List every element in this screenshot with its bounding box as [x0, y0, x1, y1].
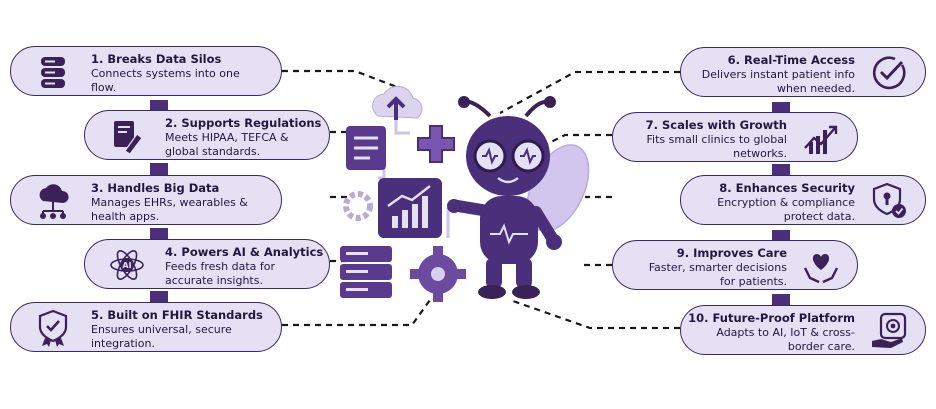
- right-link-2: [772, 164, 790, 178]
- card-title: 3. Handles Big Data: [91, 181, 220, 195]
- card-handles-big-data: 3. Handles Big Data Manages EHRs, wearab…: [10, 175, 282, 225]
- card-description: Adapts to AI, IoT & cross-border care.: [716, 326, 855, 353]
- card-title: 1. Breaks Data Silos: [91, 52, 222, 66]
- card-built-on-fhir: 5. Built on FHIR Standards Ensures unive…: [10, 302, 282, 352]
- line-10: [509, 298, 680, 330]
- document-pen-icon: [114, 121, 143, 155]
- bee-mascot-illustration: [340, 85, 590, 302]
- left-link-4: [150, 291, 168, 305]
- server-stack-icon: [340, 246, 392, 298]
- card-title: 9. Improves Care: [676, 246, 787, 260]
- cloud-upload-icon: [372, 85, 423, 120]
- security-shield-icon: [872, 182, 906, 218]
- card-title: 8. Enhances Security: [719, 181, 855, 195]
- card-breaks-data-silos: 1. Breaks Data Silos Connects systems in…: [10, 46, 282, 96]
- card-description: Manages EHRs, wearables &health apps.: [91, 196, 248, 223]
- medical-cross-icon: [417, 125, 455, 163]
- bee-body: [480, 196, 538, 264]
- card-future-proof-platform: 10. Future-Proof Platform Adapts to AI, …: [680, 305, 926, 355]
- check-circle-icon: [872, 56, 906, 90]
- left-link-3: [150, 228, 168, 242]
- line-1: [282, 69, 411, 94]
- card-description: Meets HIPAA, TEFCA &global standards.: [165, 131, 289, 158]
- database-icon: [41, 57, 65, 88]
- shield-badge-icon: [38, 309, 68, 347]
- left-link-2: [150, 163, 168, 177]
- gear-icon: [343, 191, 373, 221]
- card-title: 2. Supports Regulations: [165, 116, 322, 130]
- card-title: 10. Future-Proof Platform: [688, 311, 855, 325]
- hand-device-icon: [872, 312, 907, 348]
- chart-screen-icon: [378, 178, 442, 238]
- heart-hands-icon: [803, 254, 839, 284]
- card-title: 6. Real-Time Access: [727, 53, 855, 67]
- card-supports-regulations: 2. Supports Regulations Meets HIPAA, TEF…: [84, 110, 330, 160]
- bee-head: [466, 116, 550, 196]
- right-link-4: [772, 294, 790, 308]
- card-scales-with-growth: 7. Scales with Growth Fits small clinics…: [612, 112, 858, 162]
- card-real-time-access: 6. Real-Time Access Delivers instant pat…: [680, 47, 926, 97]
- ai-atom-icon: AI: [110, 250, 144, 280]
- cloud-network-icon: [39, 184, 69, 219]
- card-improves-care: 9. Improves Care Faster, smarter decisio…: [612, 240, 858, 290]
- card-powers-ai-analytics: AI 4. Powers AI & Analytics Feeds fresh …: [84, 239, 330, 289]
- growth-chart-icon: [804, 125, 838, 154]
- line-7: [544, 133, 612, 146]
- large-gear-icon: [410, 246, 466, 302]
- svg-text:AI: AI: [122, 261, 131, 270]
- card-enhances-security: 8. Enhances Security Encryption & compli…: [680, 175, 926, 225]
- document-icon: [346, 126, 386, 170]
- card-title: 4. Powers AI & Analytics: [165, 245, 324, 259]
- card-title: 7. Scales with Growth: [645, 118, 787, 132]
- line-6: [499, 70, 680, 114]
- card-title: 5. Built on FHIR Standards: [91, 308, 263, 322]
